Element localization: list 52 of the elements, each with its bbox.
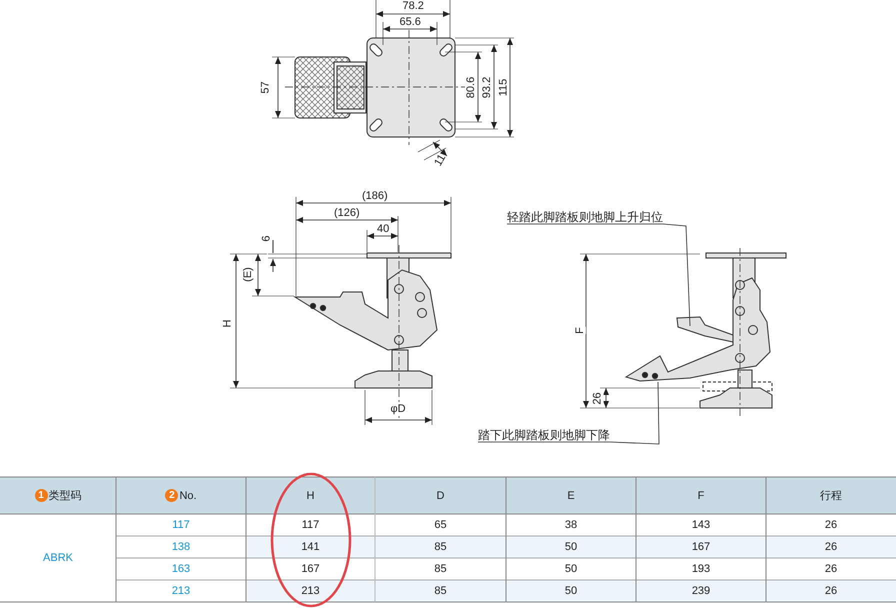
table-value: 85 (434, 563, 447, 575)
model-number: 138 (172, 541, 190, 553)
callout-text: 轻踏此脚踏板则地脚上升归位 (507, 210, 663, 224)
table-value: 143 (692, 519, 710, 531)
dimension-label: 80.6 (466, 76, 477, 98)
dimension-label: H (222, 319, 234, 327)
column-header: F (698, 490, 704, 502)
table-value: 50 (564, 541, 578, 553)
table-value: 26 (824, 519, 838, 531)
dimension-label: 78.2 (402, 0, 424, 12)
model-number: 163 (172, 563, 190, 575)
model-number: 213 (172, 585, 190, 597)
column-header: E (567, 490, 575, 502)
dimension-label: φD (390, 404, 406, 414)
table-value: 85 (434, 541, 447, 553)
dimension-label: (E) (242, 266, 254, 282)
leader-line (662, 224, 690, 326)
dimension-label: (186) (362, 190, 388, 202)
table-value: 38 (564, 519, 578, 531)
table-value: 213 (301, 585, 320, 597)
table-value: 26 (824, 541, 838, 553)
table-value: 26 (824, 563, 838, 575)
model-code: ABRK (43, 552, 73, 564)
dimension-label: 115 (498, 78, 510, 96)
table-value: 65 (434, 519, 447, 531)
table-value: 117 (302, 519, 320, 531)
table-value: 50 (564, 585, 578, 597)
dimension-label: 40 (377, 224, 390, 234)
table-value: 239 (692, 585, 710, 597)
dimension-label: 6 (262, 234, 273, 242)
column-header: 行程 (820, 489, 842, 503)
table-value: 167 (692, 541, 710, 553)
table-value: 26 (824, 585, 838, 597)
column-header: H (306, 490, 314, 502)
callout-text: 踏下此脚踏板则地脚下降 (478, 428, 610, 442)
dimension-label: F (574, 326, 586, 334)
table-value: 141 (301, 541, 320, 553)
table-value: 193 (692, 563, 710, 575)
dimension-label: 26 (592, 392, 604, 404)
table-value: 85 (434, 585, 447, 597)
column-header: No. (179, 490, 197, 502)
leader-line (610, 382, 660, 444)
dimension-label: 93.2 (482, 76, 493, 98)
model-number: 117 (172, 519, 190, 531)
dimension-label: 65.6 (400, 16, 421, 28)
dimension-label: 11 (432, 152, 448, 168)
table-value: 167 (301, 563, 320, 575)
column-header: D (436, 490, 444, 502)
table-value: 50 (564, 563, 578, 575)
dimension-label: (126) (334, 208, 360, 218)
dimension-label: 57 (260, 80, 272, 94)
column-header: 类型码 (48, 489, 82, 503)
